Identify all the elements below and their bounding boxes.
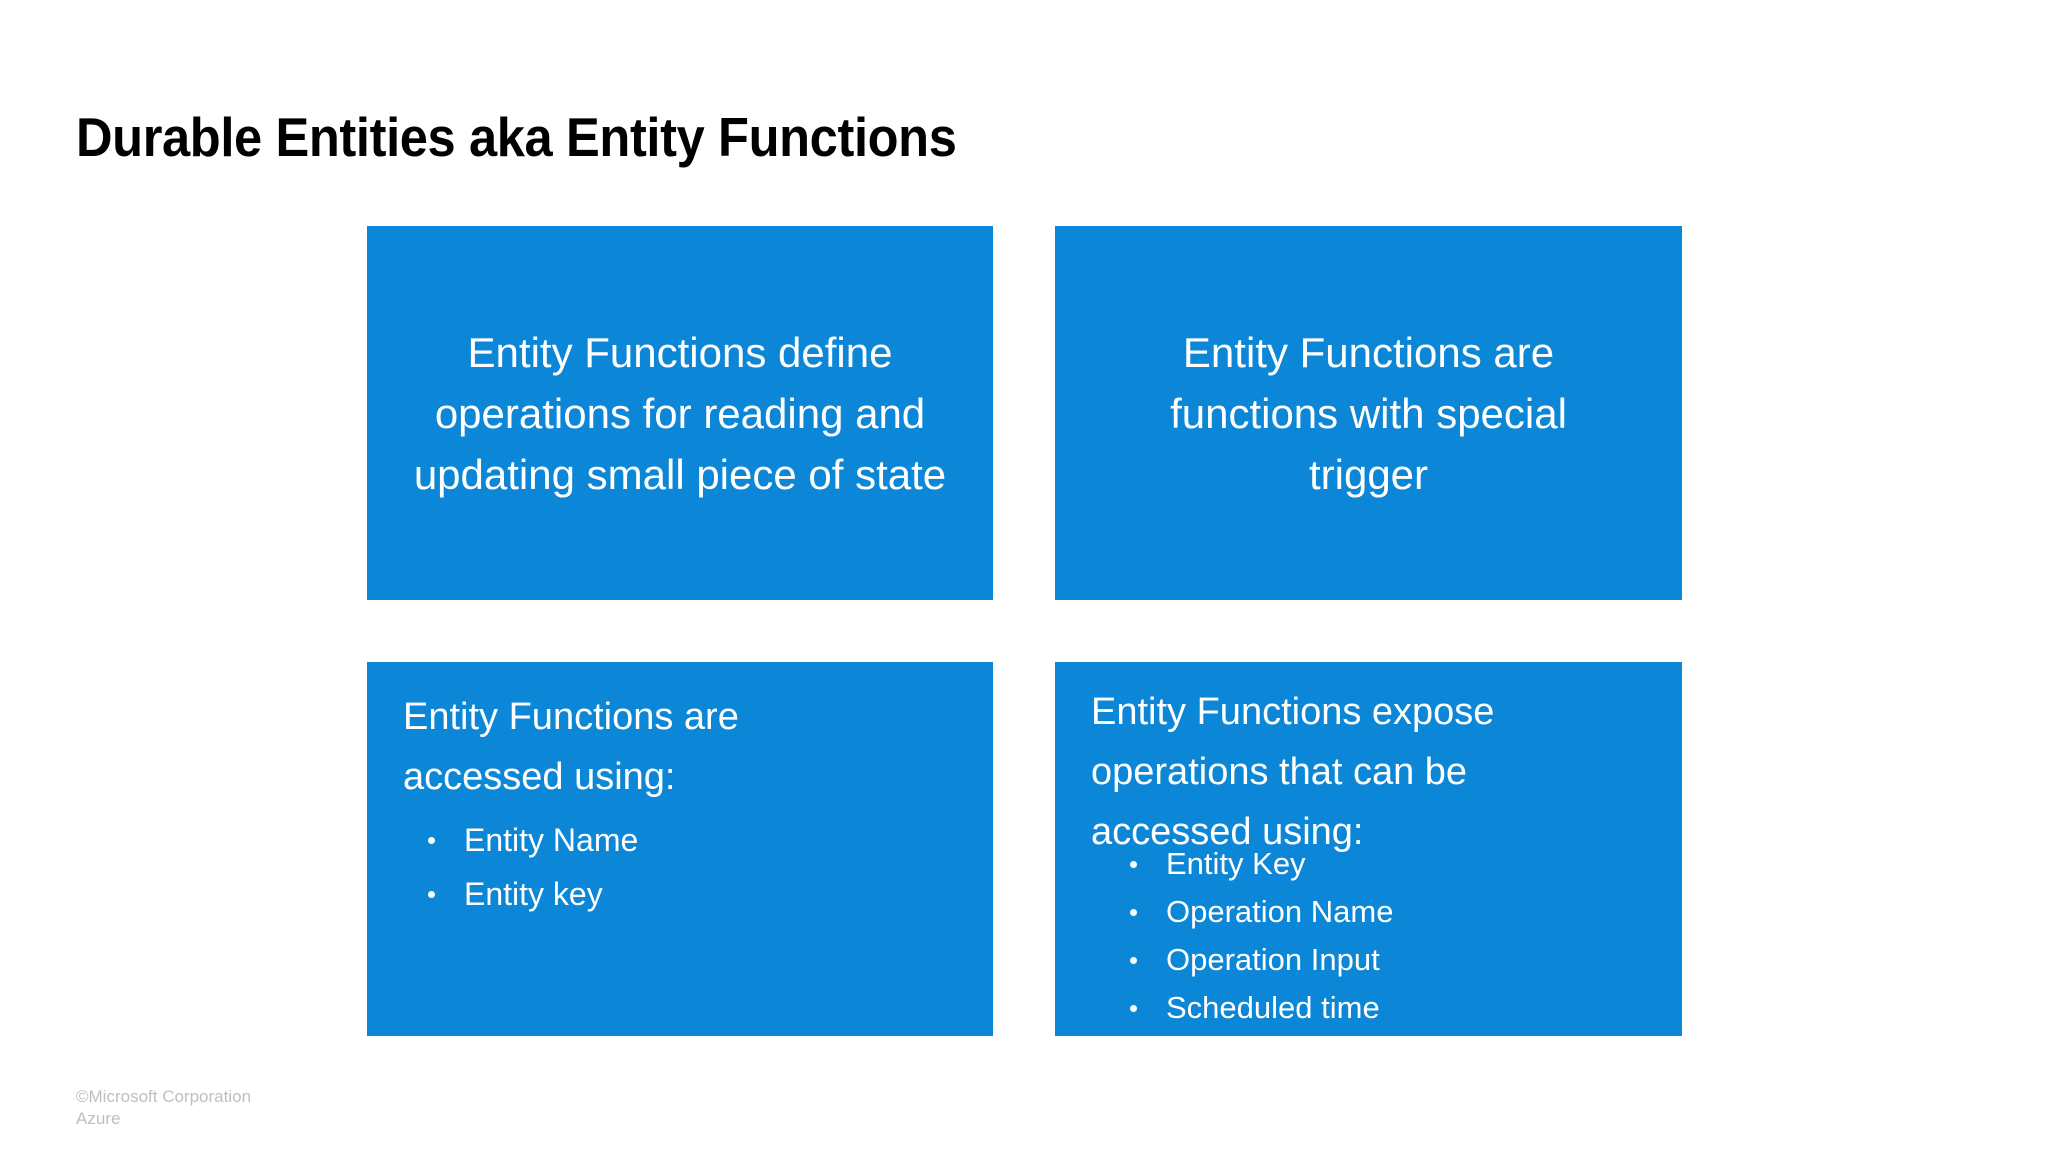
list-item-label: Operation Input <box>1166 942 1380 977</box>
page-title: Durable Entities aka Entity Functions <box>76 106 957 168</box>
bullet-dot-icon <box>428 837 435 844</box>
list-item: Entity Key <box>1127 840 1393 888</box>
list-item: Entity Name <box>425 813 638 867</box>
footer-copyright: ©Microsoft Corporation <box>76 1087 252 1106</box>
bullet-dot-icon <box>428 891 435 898</box>
info-card-top-left-text: Entity Functions define operations for r… <box>413 328 947 498</box>
info-card-top-left[interactable]: Entity Functions define operations for r… <box>367 226 993 600</box>
list-item-label: Entity Key <box>1166 846 1306 881</box>
list-item: Operation Input <box>1127 936 1393 984</box>
info-card-bottom-left-bullet-list: Entity Name Entity key <box>425 813 638 921</box>
bullet-dot-icon <box>1130 1005 1137 1012</box>
info-card-bottom-left[interactable]: Entity Functions are accessed using: Ent… <box>367 662 993 1036</box>
footer-product: Azure <box>76 1109 121 1128</box>
info-card-top-right[interactable]: Entity Functions are functions with spec… <box>1055 226 1682 600</box>
slide-footer: ©Microsoft Corporation Azure <box>76 1086 251 1130</box>
list-item-label: Scheduled time <box>1166 990 1380 1025</box>
info-card-bottom-right[interactable]: Entity Functions expose operations that … <box>1055 662 1682 1036</box>
info-card-bottom-right-heading: Entity Functions expose operations that … <box>1091 691 1495 853</box>
info-card-top-right-text: Entity Functions are functions with spec… <box>1170 328 1567 498</box>
bullet-dot-icon <box>1130 957 1137 964</box>
list-item-label: Entity key <box>464 876 603 912</box>
list-item: Operation Name <box>1127 888 1393 936</box>
bullet-dot-icon <box>1130 861 1137 868</box>
bullet-dot-icon <box>1130 909 1137 916</box>
info-card-bottom-left-heading: Entity Functions are accessed using: <box>403 696 739 798</box>
info-card-bottom-right-bullet-list: Entity Key Operation Name Operation Inpu… <box>1127 840 1393 1032</box>
list-item-label: Operation Name <box>1166 894 1394 929</box>
list-item: Scheduled time <box>1127 984 1393 1032</box>
list-item-label: Entity Name <box>464 822 639 858</box>
list-item: Entity key <box>425 867 638 921</box>
